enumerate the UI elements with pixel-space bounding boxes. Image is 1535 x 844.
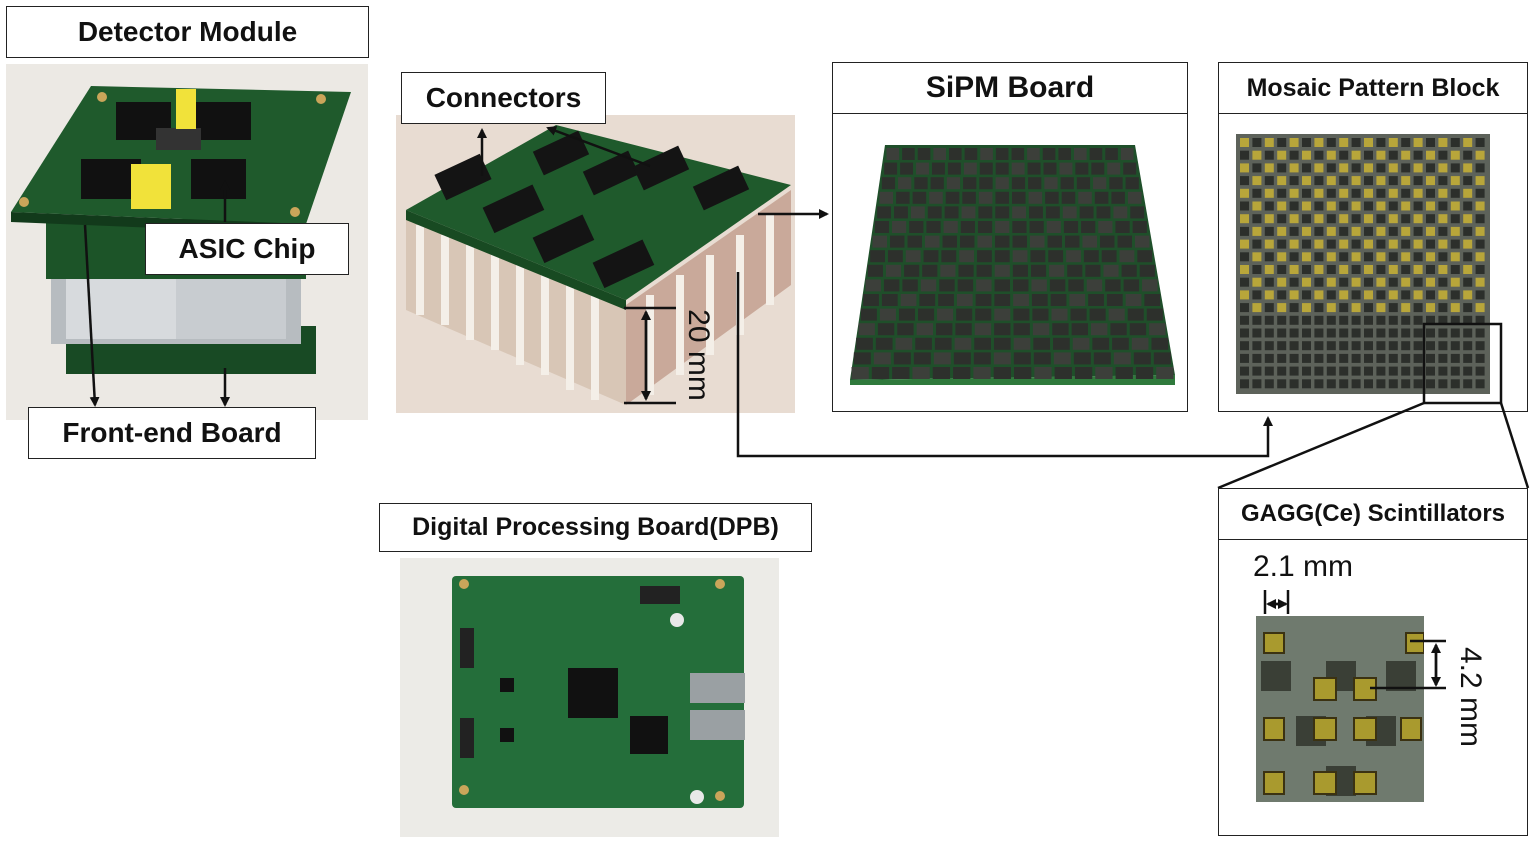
zoom-box bbox=[1422, 322, 1503, 405]
front-end-board-label: Front-end Board bbox=[28, 407, 316, 459]
gagg-zoom-photo bbox=[1256, 616, 1424, 802]
gagg-scintillators-label: GAGG(Ce) Scintillators bbox=[1218, 488, 1528, 540]
dimension-2-1mm: 2.1 mm bbox=[1253, 550, 1354, 583]
detector-module-label: Detector Module bbox=[6, 6, 369, 58]
dimension-4-2mm: 4.2 mm bbox=[1454, 646, 1488, 748]
connectors-label: Connectors bbox=[401, 72, 606, 124]
sipm-board-label: SiPM Board bbox=[832, 62, 1188, 114]
mosaic-block-label: Mosaic Pattern Block bbox=[1218, 62, 1528, 114]
connectors-arrow-right bbox=[546, 126, 651, 168]
front-end-arrow-left bbox=[83, 224, 100, 407]
module-side-photo bbox=[396, 115, 795, 413]
dpb-photo bbox=[400, 558, 779, 837]
dpb-label: Digital Processing Board(DPB) bbox=[379, 503, 812, 552]
dimension-20mm: 20 mm bbox=[681, 309, 715, 401]
asic-chip-label: ASIC Chip bbox=[145, 223, 349, 275]
mosaic-block-photo bbox=[1236, 134, 1490, 394]
to-mosaic-arrow bbox=[736, 272, 1273, 458]
sipm-board-photo bbox=[845, 140, 1180, 385]
